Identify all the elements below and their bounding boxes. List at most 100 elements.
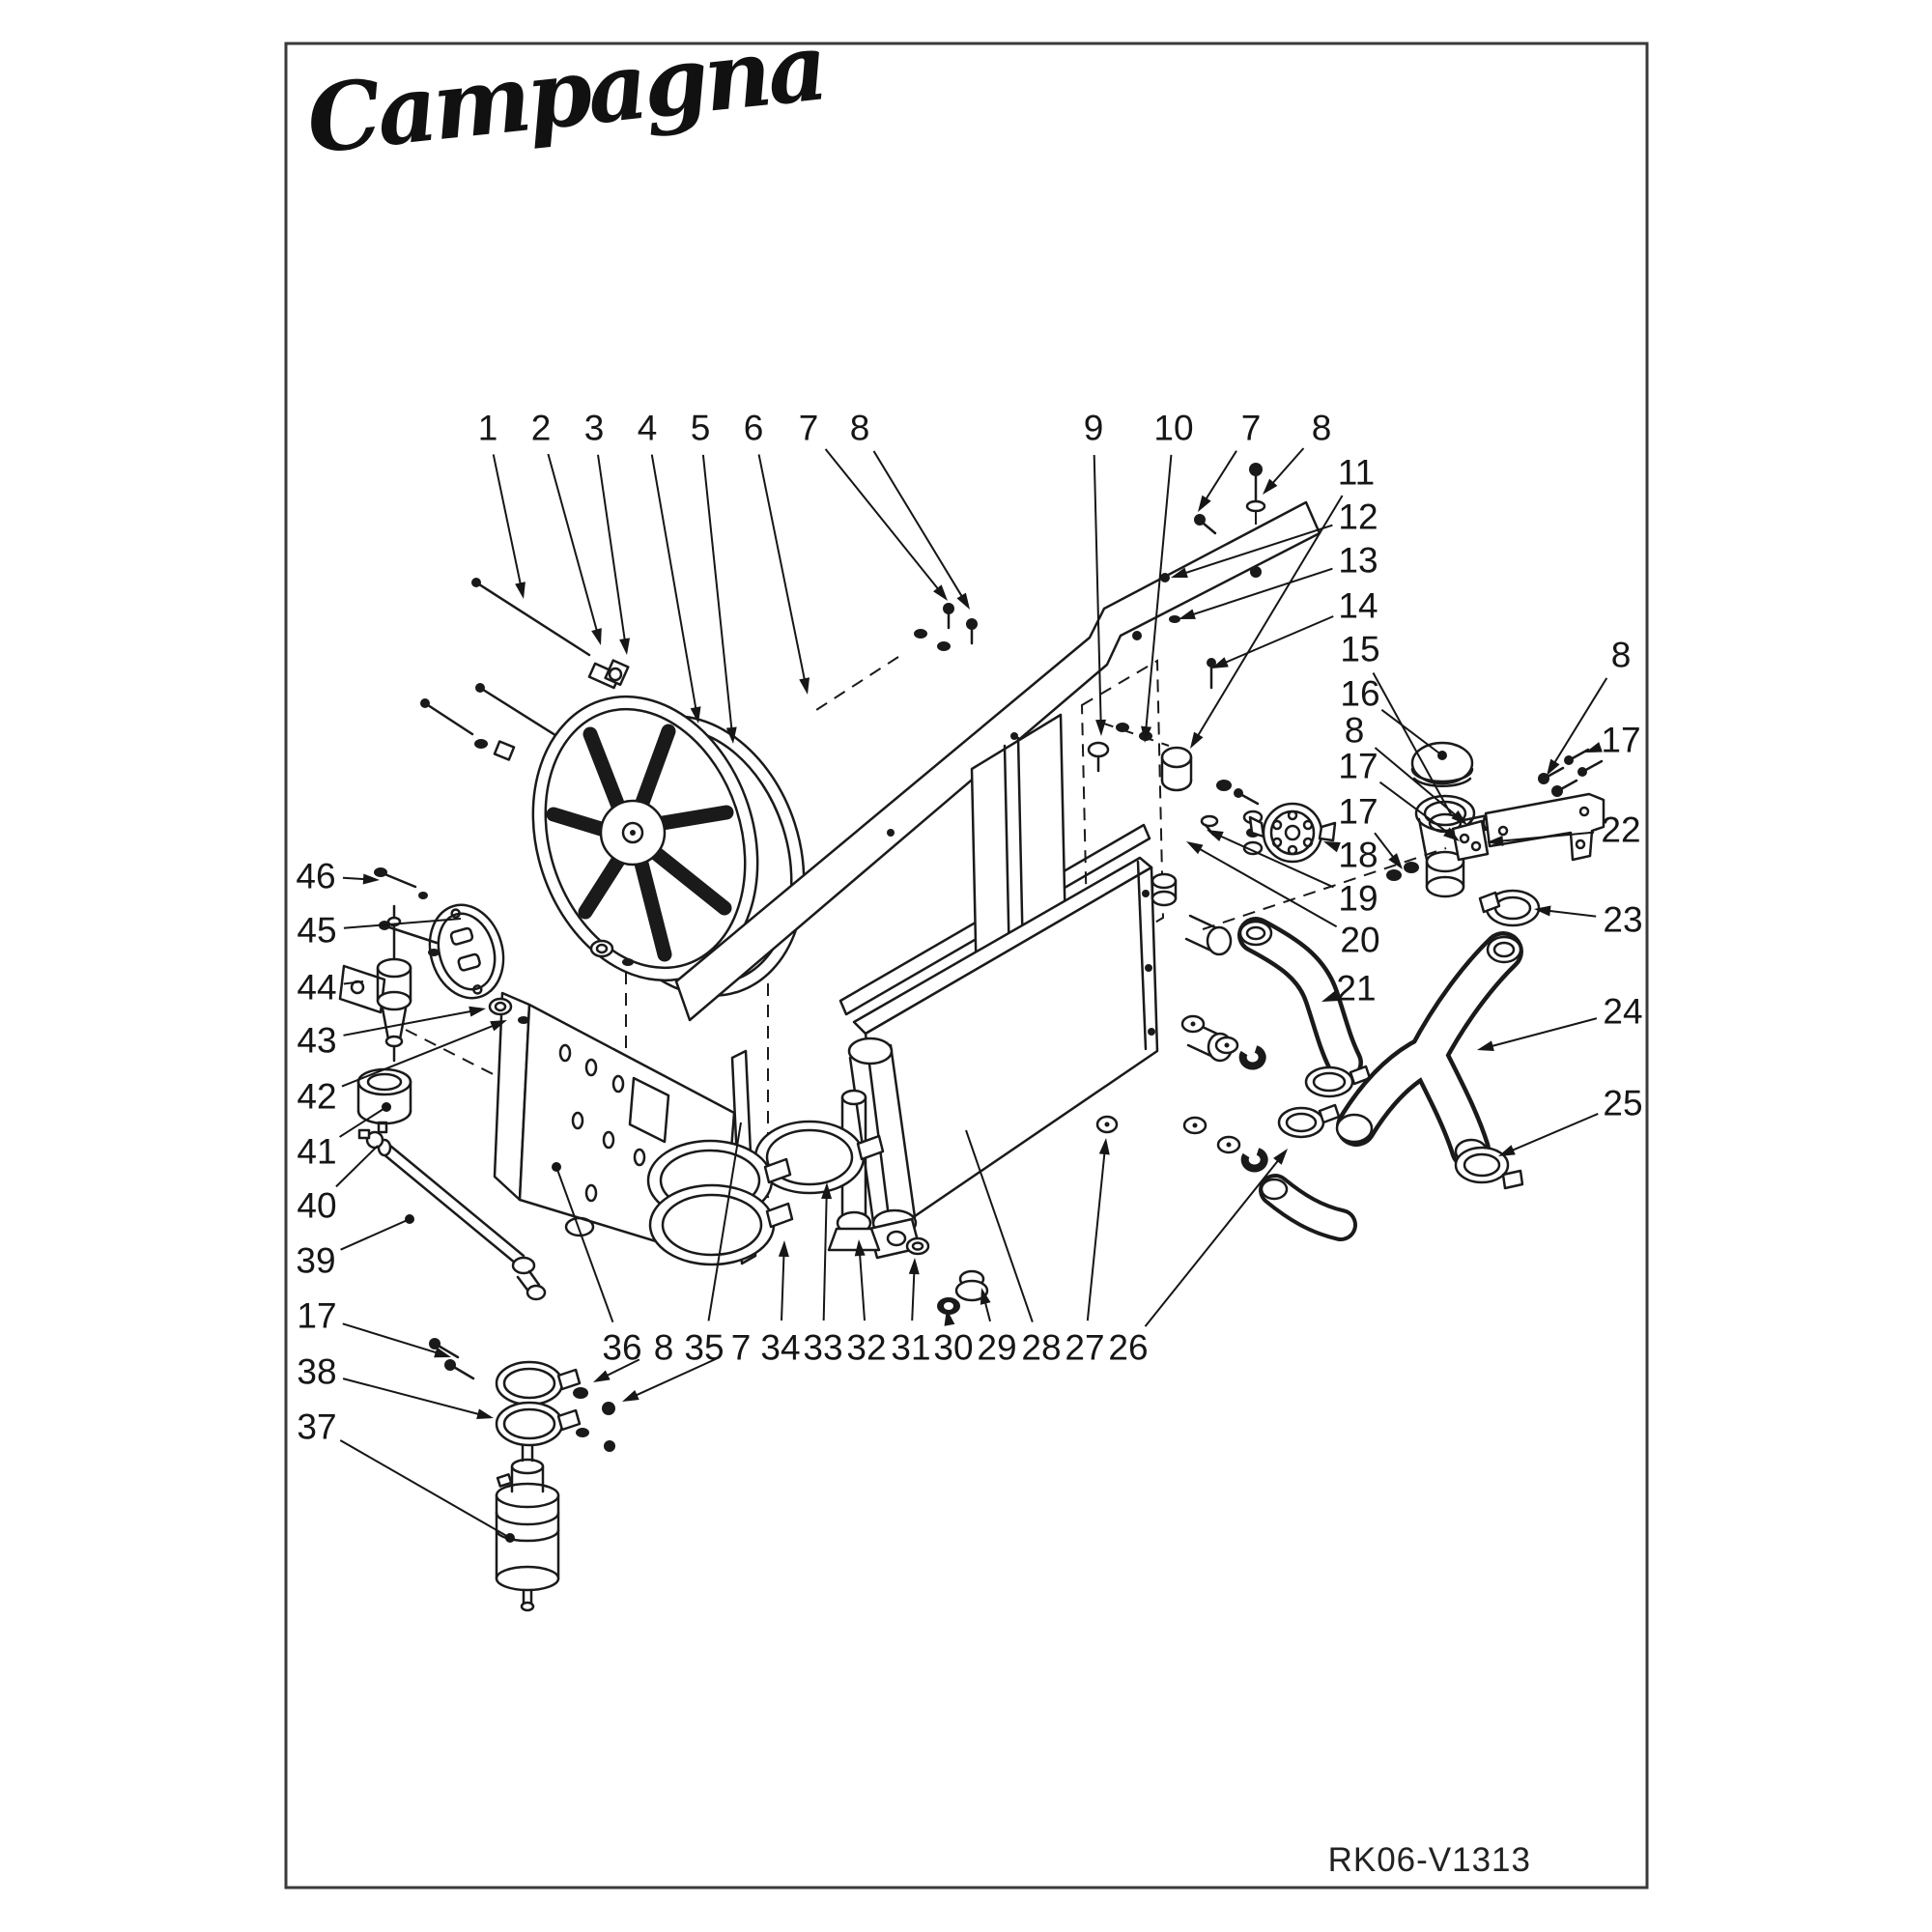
callout-17d: 17 [297, 1296, 451, 1358]
leader-line [597, 454, 628, 652]
callout-number-18: 18 [1338, 836, 1378, 875]
y-hose-24 [1259, 931, 1523, 1241]
leader-line [872, 450, 969, 608]
leader-arrowhead [622, 1389, 639, 1402]
elbow-hose-21 [1237, 917, 1372, 1098]
callout-42: 42 [297, 1020, 507, 1117]
leader-arrowhead [619, 638, 631, 655]
callout-number-8b: 8 [1312, 409, 1332, 448]
callout-number-23: 23 [1603, 900, 1642, 940]
callout-28: 28 [965, 1129, 1062, 1368]
callout-24: 24 [1477, 992, 1643, 1051]
callout-number-46: 46 [296, 857, 335, 896]
leader-arrowhead [1098, 1138, 1110, 1155]
callout-number-6: 6 [744, 409, 764, 448]
callout-6: 6 [744, 409, 810, 695]
leader-line [824, 448, 947, 599]
leader-line [1372, 672, 1452, 815]
leader-dot [382, 1102, 391, 1112]
callout-number-45: 45 [297, 911, 336, 951]
callout-8: 8 [850, 409, 970, 610]
leader-line [1144, 454, 1173, 740]
callout-7b: 7 [1198, 409, 1261, 512]
callout-12: 12 [1171, 497, 1378, 578]
leader-line [1188, 842, 1338, 928]
callout-number-41: 41 [297, 1132, 336, 1172]
leader-arrowhead [1323, 841, 1341, 853]
leader-arrowhead [476, 1408, 494, 1420]
callout-1: 1 [478, 409, 526, 599]
leader-line [1214, 615, 1334, 668]
callout-number-42: 42 [297, 1077, 336, 1117]
leader-line [1191, 495, 1344, 747]
callout-number-11: 11 [1338, 453, 1375, 493]
callout-33: 33 [803, 1182, 843, 1368]
leader-line [1086, 1141, 1107, 1321]
cup-fitting [1160, 573, 1216, 792]
callout-32: 32 [846, 1239, 887, 1368]
callout-13: 13 [1179, 541, 1378, 619]
callout-29: 29 [977, 1288, 1017, 1368]
callout-8e: 8 [593, 1328, 673, 1382]
leader-arrowhead [1585, 742, 1603, 753]
callout-46: 46 [296, 857, 380, 896]
leader-line [1548, 677, 1608, 774]
overflow-tube [827, 1089, 881, 1252]
funnel-bracket [1484, 792, 1605, 862]
leader-arrowhead [1179, 609, 1196, 619]
leader-arrowhead [1321, 990, 1339, 1002]
callout-5: 5 [691, 409, 737, 744]
top-right-hardware [1194, 463, 1266, 578]
leader-line [650, 454, 699, 721]
leader-line [858, 1242, 867, 1321]
leader-arrowhead [1388, 853, 1403, 869]
hose-clamp-26 [1277, 1103, 1341, 1139]
leader-arrowhead [944, 1309, 955, 1326]
callout-4: 4 [638, 409, 701, 724]
grommets [488, 939, 634, 1024]
callout-10: 10 [1141, 409, 1194, 743]
cover-plate [428, 903, 505, 1000]
callout-15: 15 [1340, 630, 1452, 815]
leader-arrowhead [1141, 725, 1152, 743]
callout-number-44: 44 [297, 968, 336, 1008]
leader-arrowhead [434, 1347, 451, 1358]
leader-arrowhead [854, 1239, 866, 1257]
callout-number-43: 43 [297, 1021, 336, 1061]
leader-line [342, 1322, 448, 1357]
callout-number-40: 40 [297, 1186, 336, 1226]
pump-hardware [429, 1338, 615, 1452]
callout-number-1: 1 [478, 409, 498, 448]
callout-number-21: 21 [1336, 969, 1376, 1009]
temp-sensor [338, 904, 412, 1063]
callout-34: 34 [760, 1240, 801, 1368]
leader-line [1378, 781, 1458, 840]
leader-arrowhead [1095, 719, 1107, 736]
leader-line [340, 1218, 411, 1251]
leader-arrowhead [1171, 567, 1188, 578]
callout-number-34: 34 [760, 1328, 800, 1368]
callout-number-35: 35 [684, 1328, 724, 1368]
leader-arrowhead [933, 584, 948, 601]
leader-line [701, 454, 734, 741]
hose-clamp-front-lower [648, 1183, 794, 1266]
leader-arrowhead [690, 706, 701, 724]
leader-arrowhead [1263, 478, 1278, 495]
leader-arrowhead [1190, 731, 1204, 749]
callout-number-24: 24 [1603, 992, 1642, 1032]
leader-line [547, 453, 601, 642]
pump-clamps [495, 1360, 582, 1447]
leader-line [707, 1122, 742, 1321]
callout-number-7: 7 [799, 409, 819, 448]
callout-number-17d: 17 [297, 1296, 336, 1336]
leader-line [965, 1129, 1034, 1322]
leader-arrowhead [469, 1006, 486, 1017]
leader-dot [1437, 751, 1447, 760]
callout-38: 38 [297, 1352, 494, 1420]
bottom-small-parts [905, 1236, 989, 1315]
leader-arrowhead [1487, 835, 1504, 846]
callout-35: 35 [684, 1122, 742, 1368]
leader-line [1374, 747, 1465, 824]
callout-8c: 8 [1345, 711, 1467, 825]
